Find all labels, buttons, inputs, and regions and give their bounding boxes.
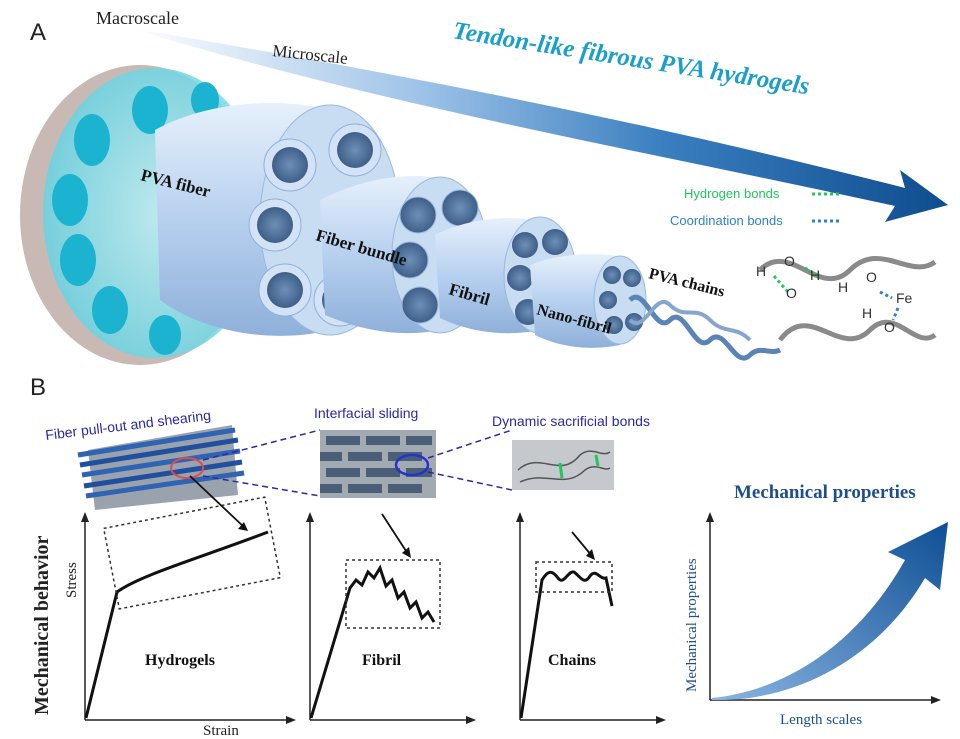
arrow-head-fibril <box>402 547 411 558</box>
arrow-fibril <box>381 513 409 555</box>
fiber-block <box>77 425 245 510</box>
atom-h-3: H <box>838 279 848 295</box>
atom-h-1: H <box>756 263 766 279</box>
molecular-bonds <box>772 266 900 321</box>
panel-a-letter: A <box>30 19 46 46</box>
polymer-chains <box>758 256 937 342</box>
zoom-line-2b <box>427 471 513 491</box>
arrow-head-chains <box>586 549 595 560</box>
arrow-hydrogels <box>189 475 246 529</box>
summary-y-axis: Mechanical properties <box>684 558 700 692</box>
summary-title: Mechanical properties <box>734 482 916 503</box>
scale-macro: Macroscale <box>96 8 179 28</box>
plot-summary <box>706 512 941 704</box>
nano-fibril <box>530 254 647 348</box>
plot-label-chains: Chains <box>548 652 596 669</box>
atom-h-2: H <box>810 267 820 283</box>
atom-fe: Fe <box>896 290 913 306</box>
mechanism-sacrificial: Dynamic sacrificial bonds <box>492 413 650 429</box>
amplification-arrow <box>712 522 948 701</box>
legend-hydrogen-bonds: Hydrogen bonds <box>684 186 780 201</box>
scale-arrow <box>130 28 948 222</box>
plot-label-hydrogels: Hydrogels <box>145 652 215 669</box>
atom-o-3: O <box>866 269 877 285</box>
arrow-chains <box>571 531 593 557</box>
axis-strain: Strain <box>203 723 239 739</box>
plot-chains <box>516 512 666 724</box>
panel-b-letter: B <box>30 374 46 401</box>
zoom-line-2a <box>427 429 513 459</box>
pva-fiber <box>155 102 401 336</box>
summary-x-axis: Length scales <box>780 712 862 728</box>
plot-hydrogels <box>81 496 296 724</box>
legend-coordination-bonds: Coordination bonds <box>670 213 783 228</box>
plot-fibril <box>306 512 476 724</box>
arrow-head-hydrogels <box>238 522 248 531</box>
brick-block <box>320 430 436 498</box>
mechanism-sliding: Interfacial sliding <box>314 405 418 421</box>
scale-nano: Nanoscale <box>629 97 702 129</box>
atom-o-4: O <box>884 319 895 335</box>
atom-o-2: O <box>786 285 797 301</box>
plot-label-fibril: Fibril <box>362 652 402 669</box>
zoom-line-1a <box>202 429 321 461</box>
axis-stress: Stress <box>64 562 80 598</box>
pva-helix <box>628 294 782 361</box>
side-label-mechanical-behavior: Mechanical behavior <box>31 535 53 715</box>
atom-o-1: O <box>784 253 795 269</box>
label-pva-chains: PVA chains <box>647 265 726 300</box>
chain-block <box>512 440 614 490</box>
atom-h-4: H <box>862 305 872 321</box>
